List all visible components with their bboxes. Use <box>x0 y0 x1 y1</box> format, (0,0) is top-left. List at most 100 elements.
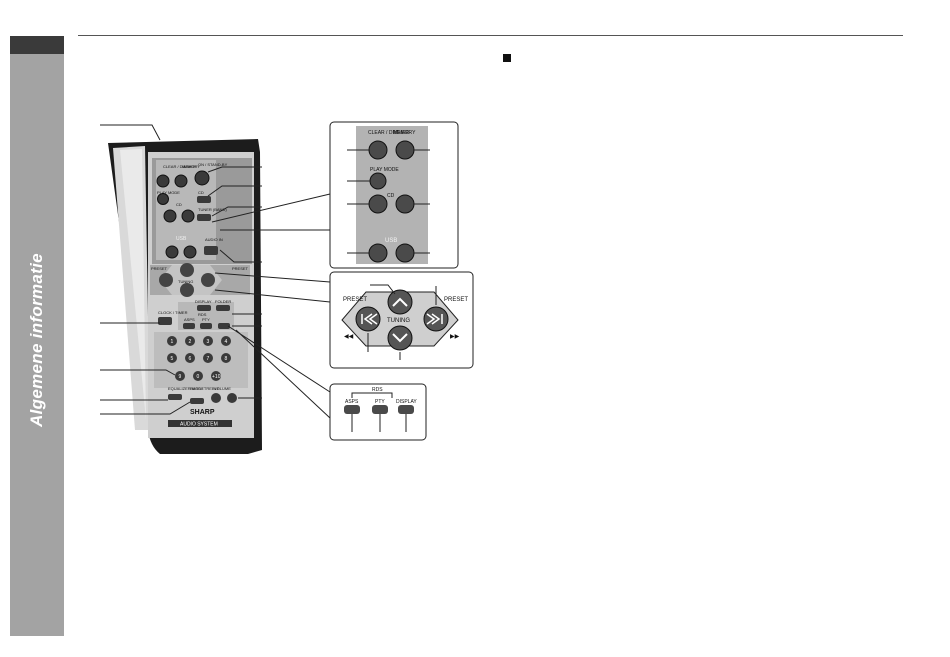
label-pty: PTY <box>202 317 210 322</box>
label-tuner-band: TUNER (BAND) <box>198 207 227 212</box>
callout-display-button[interactable] <box>398 405 414 414</box>
audio-in-button[interactable] <box>204 246 218 255</box>
label-clock-timer: CLOCK / TIMER <box>158 310 188 315</box>
cd-stop-button[interactable] <box>163 209 177 223</box>
folder-button[interactable] <box>216 305 230 311</box>
callout-label-clear-dimmer: CLEAR / DIMMER <box>368 130 410 136</box>
header-rule <box>78 35 903 36</box>
digit-0: 0 <box>197 374 200 380</box>
label-asps: ASPS <box>184 317 195 322</box>
digit-4: 4 <box>225 339 228 345</box>
digit-plus-10: +10 <box>212 374 221 380</box>
label-bass-treble: BASS / TREBLE <box>190 386 220 391</box>
label-on-standby: ON / STAND-BY <box>198 162 228 167</box>
label-cd-small: CD <box>176 202 182 207</box>
callout-cd-stop-button[interactable] <box>368 194 388 214</box>
callout-pty-button[interactable] <box>372 405 388 414</box>
tuning-down-button[interactable] <box>180 283 194 297</box>
asps-button[interactable] <box>183 323 195 329</box>
callout-preset-down-button[interactable] <box>355 306 381 332</box>
preset-up-button[interactable] <box>201 273 215 287</box>
callout-label-display: DISPLAY <box>396 399 417 405</box>
callout-rds: RDS ASPS PTY DISPLAY <box>329 383 427 441</box>
remote-leader-lines <box>100 124 331 419</box>
callout-usb-stop-button[interactable] <box>368 243 388 263</box>
section-bullet <box>503 54 511 62</box>
brand-logo: SHARP <box>190 409 215 416</box>
tuner-band-button[interactable] <box>197 214 211 221</box>
label-display: DISPLAY <box>195 299 212 304</box>
callout-clear-dimmer-button[interactable] <box>368 140 388 160</box>
callout-label-tuning: TUNING <box>387 318 410 324</box>
sidebar-tab-marker <box>10 36 64 54</box>
label-audio-in: AUDIO IN <box>205 237 223 242</box>
callout-memory-button[interactable] <box>395 140 415 160</box>
cd-button[interactable] <box>197 196 211 203</box>
callout-tuning-down-button[interactable] <box>387 325 413 351</box>
label-preset-right: PRESET <box>232 266 249 271</box>
remote-side-shine <box>120 149 146 420</box>
volume-up-button[interactable] <box>227 393 237 403</box>
sidebar-band <box>10 36 64 636</box>
rds-display-button[interactable] <box>218 323 230 329</box>
label-audio-system: AUDIO SYSTEM <box>180 422 218 428</box>
play-mode-button[interactable] <box>157 193 169 205</box>
digit-3: 3 <box>207 339 210 345</box>
bass-treble-button[interactable] <box>190 398 204 404</box>
digit-7: 7 <box>207 356 210 362</box>
label-equalizer-mode: EQUALIZER MODE <box>168 386 204 391</box>
label-cd: CD <box>198 190 204 195</box>
on-standby-button[interactable] <box>194 170 210 186</box>
remote-control: CLEAR / DIMMER MEMORY ON / STAND-BY PLAY… <box>108 139 262 454</box>
callout-preset-up-button[interactable] <box>423 306 449 332</box>
callout-cd-play-pause-button[interactable] <box>395 194 415 214</box>
digit-9: 9 <box>179 374 182 380</box>
equalizer-mode-button[interactable] <box>168 394 182 400</box>
callout-label-preset-left: PRESET <box>343 297 367 303</box>
callout-play-mode-button[interactable] <box>369 172 387 190</box>
digit-2: 2 <box>189 339 192 345</box>
volume-down-button[interactable] <box>211 393 221 403</box>
clock-timer-button[interactable] <box>158 317 172 325</box>
digit-1: 1 <box>171 339 174 345</box>
clear-dimmer-button[interactable] <box>156 174 170 188</box>
cd-play-pause-button[interactable] <box>181 209 195 223</box>
svg-text:◀◀: ◀◀ <box>344 334 354 340</box>
digit-6: 6 <box>189 356 192 362</box>
label-folder: FOLDER <box>215 299 231 304</box>
callout-label-memory: MEMORY <box>393 130 416 136</box>
callout-usb-play-pause-button[interactable] <box>395 243 415 263</box>
label-clear-dimmer: CLEAR / DIMMER <box>163 164 196 169</box>
usb-play-pause-button[interactable] <box>183 245 197 259</box>
label-preset-left: PRESET <box>151 266 168 271</box>
callout-label-play-mode: PLAY MODE <box>370 167 399 173</box>
display-button[interactable] <box>197 305 211 311</box>
usb-stop-button[interactable] <box>165 245 179 259</box>
callout-label-usb: USB <box>385 238 397 244</box>
label-usb: USB <box>176 236 187 242</box>
digit-8: 8 <box>225 356 228 362</box>
callout-asps-button[interactable] <box>344 405 360 414</box>
svg-text:▶▶: ▶▶ <box>450 334 460 340</box>
callout-label-rds: RDS <box>372 387 383 393</box>
number-pad: 1 2 3 4 5 6 7 8 9 0 +10 <box>167 336 231 381</box>
preset-down-button[interactable] <box>159 273 173 287</box>
label-rds: RDS <box>198 312 207 317</box>
label-play-mode: PLAY MODE <box>157 190 180 195</box>
callout-label-asps: ASPS <box>345 399 359 405</box>
callout-label-cd: CD <box>387 193 395 199</box>
tuning-up-button[interactable] <box>180 263 194 277</box>
pty-button[interactable] <box>200 323 212 329</box>
callout-cd-usb: CLEAR / DIMMER MEMORY PLAY MODE CD USB <box>329 121 459 269</box>
digit-5: 5 <box>171 356 174 362</box>
callout-label-preset-right: PRESET <box>444 297 468 303</box>
label-memory: MEMORY <box>182 164 200 169</box>
callout-tuning-up-button[interactable] <box>387 289 413 315</box>
label-tuning: TUNING <box>178 279 193 284</box>
memory-button[interactable] <box>174 174 188 188</box>
audio-system-strip <box>168 420 232 427</box>
label-volume: VOLUME <box>214 386 231 391</box>
callout-tuning: PRESET PRESET TUNING ◀◀ ▶▶ <box>329 271 474 369</box>
callout-label-pty: PTY <box>375 399 385 405</box>
